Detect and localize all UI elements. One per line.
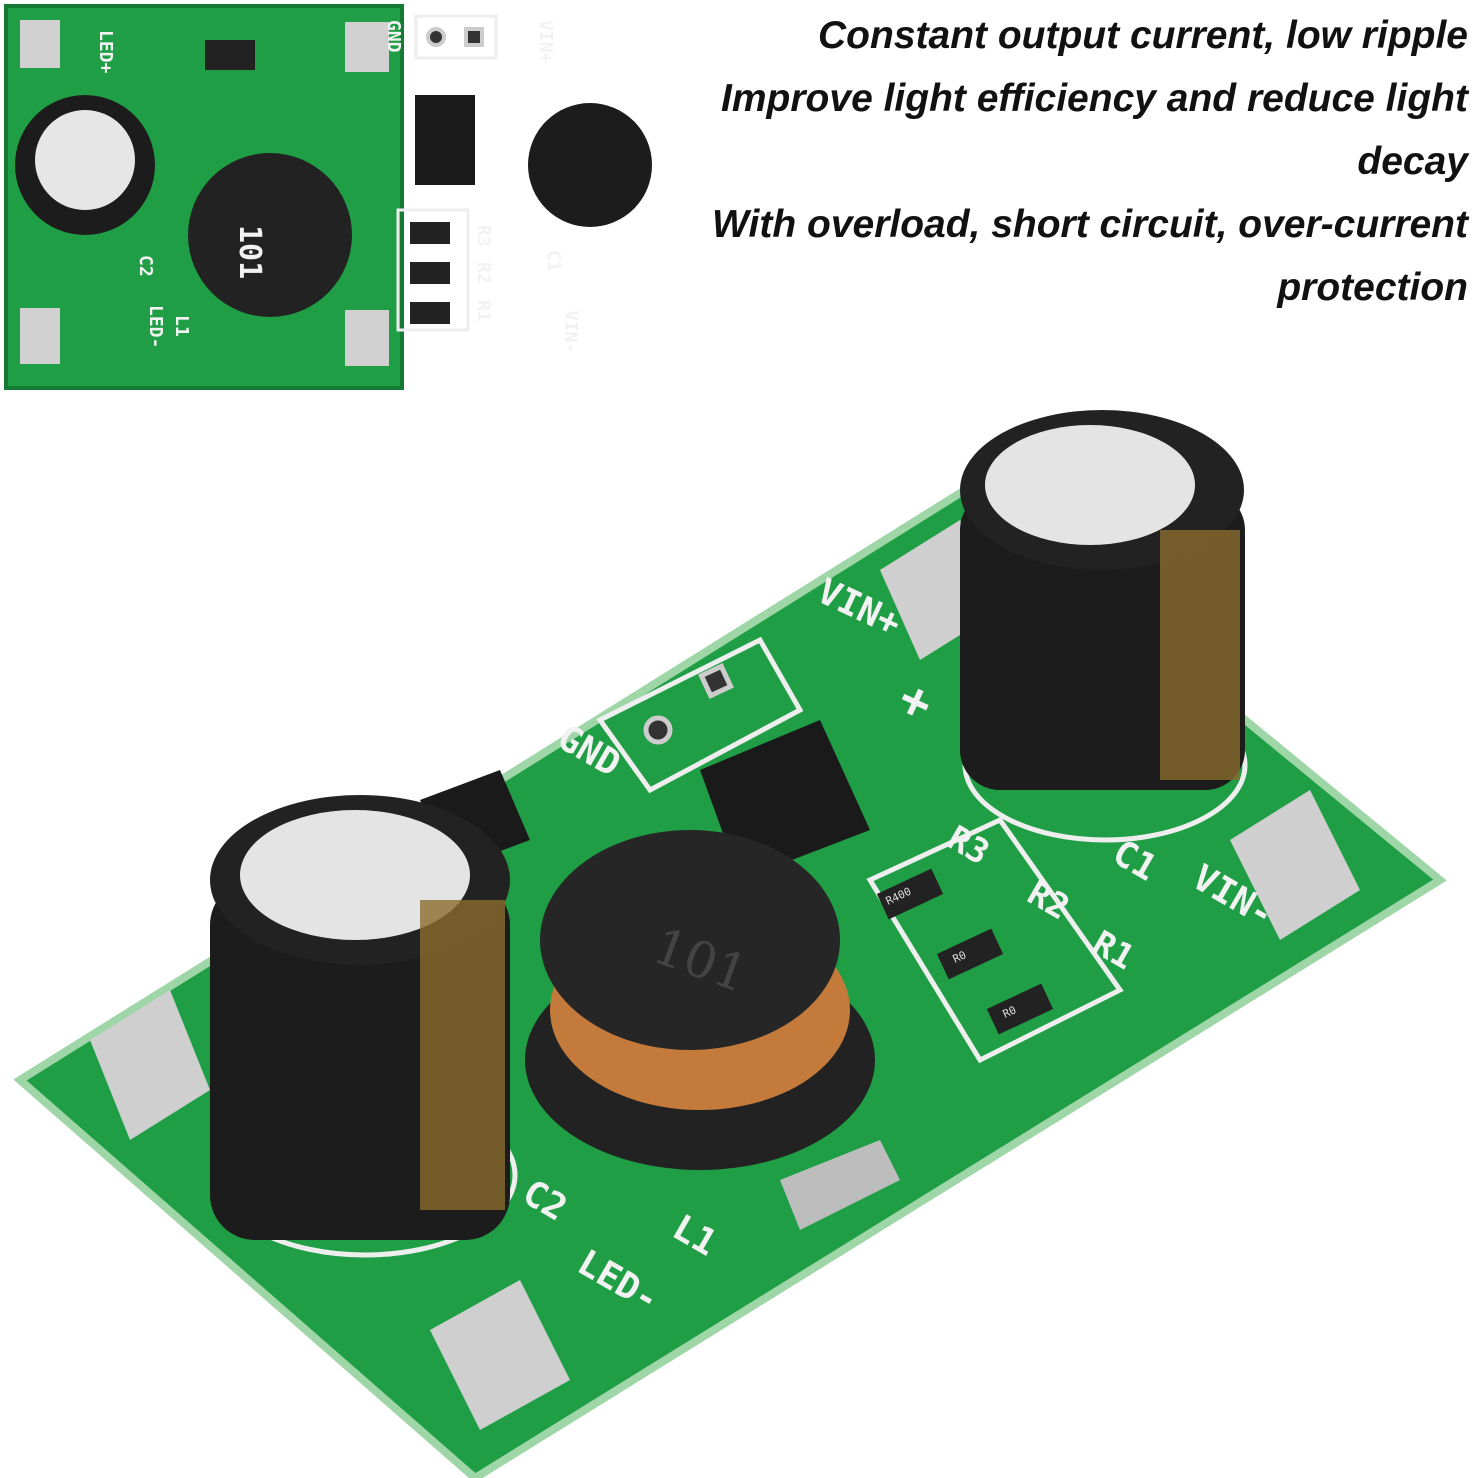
diode xyxy=(205,40,255,70)
feature-list: Constant output current, low ripple Impr… xyxy=(708,4,1468,319)
pcb-main-view: VIN+ GND + VIN- C1 C2 L1 LED- R3 R2 R1 R… xyxy=(13,410,1447,1478)
pad-led-minus xyxy=(20,308,60,364)
label-l1: L1 xyxy=(171,315,192,337)
feature-3: With overload, short circuit, over-curre… xyxy=(712,203,1468,309)
inductor-marking: 101 xyxy=(232,225,267,279)
label-vin-minus: VIN- xyxy=(560,310,581,353)
label-led-plus: LED+ xyxy=(95,30,116,74)
feature-2: Improve light efficiency and reduce ligh… xyxy=(721,77,1468,183)
pad-led-minus xyxy=(430,1280,570,1430)
label-led-minus: LED- xyxy=(145,305,166,348)
pad-vin-plus xyxy=(345,22,389,72)
ic-chip xyxy=(415,95,475,185)
feature-1: Constant output current, low ripple xyxy=(818,14,1468,57)
pad-led-plus xyxy=(90,990,210,1140)
solder-pad xyxy=(780,1140,900,1230)
pad-vin-minus xyxy=(345,310,389,366)
pad-vin-minus xyxy=(1230,790,1360,940)
label-r2: R2 xyxy=(473,262,494,284)
r1-marking: R0 xyxy=(1001,1003,1019,1020)
pad-led-plus xyxy=(20,20,60,68)
r2-marking: R0 xyxy=(951,948,969,965)
inductor xyxy=(188,153,352,317)
label-vin-plus: VIN+ xyxy=(535,20,556,64)
label-gnd: GND xyxy=(383,20,404,53)
label-r3: R3 xyxy=(473,225,494,247)
label-c2: C2 xyxy=(135,255,156,277)
pcb-top-view: LED+ LED- GND VIN+ VIN- C2 C1 L1 R3 R2 R… xyxy=(4,4,652,390)
label-r1: R1 xyxy=(473,300,494,322)
label-c1: C1 xyxy=(543,250,564,272)
